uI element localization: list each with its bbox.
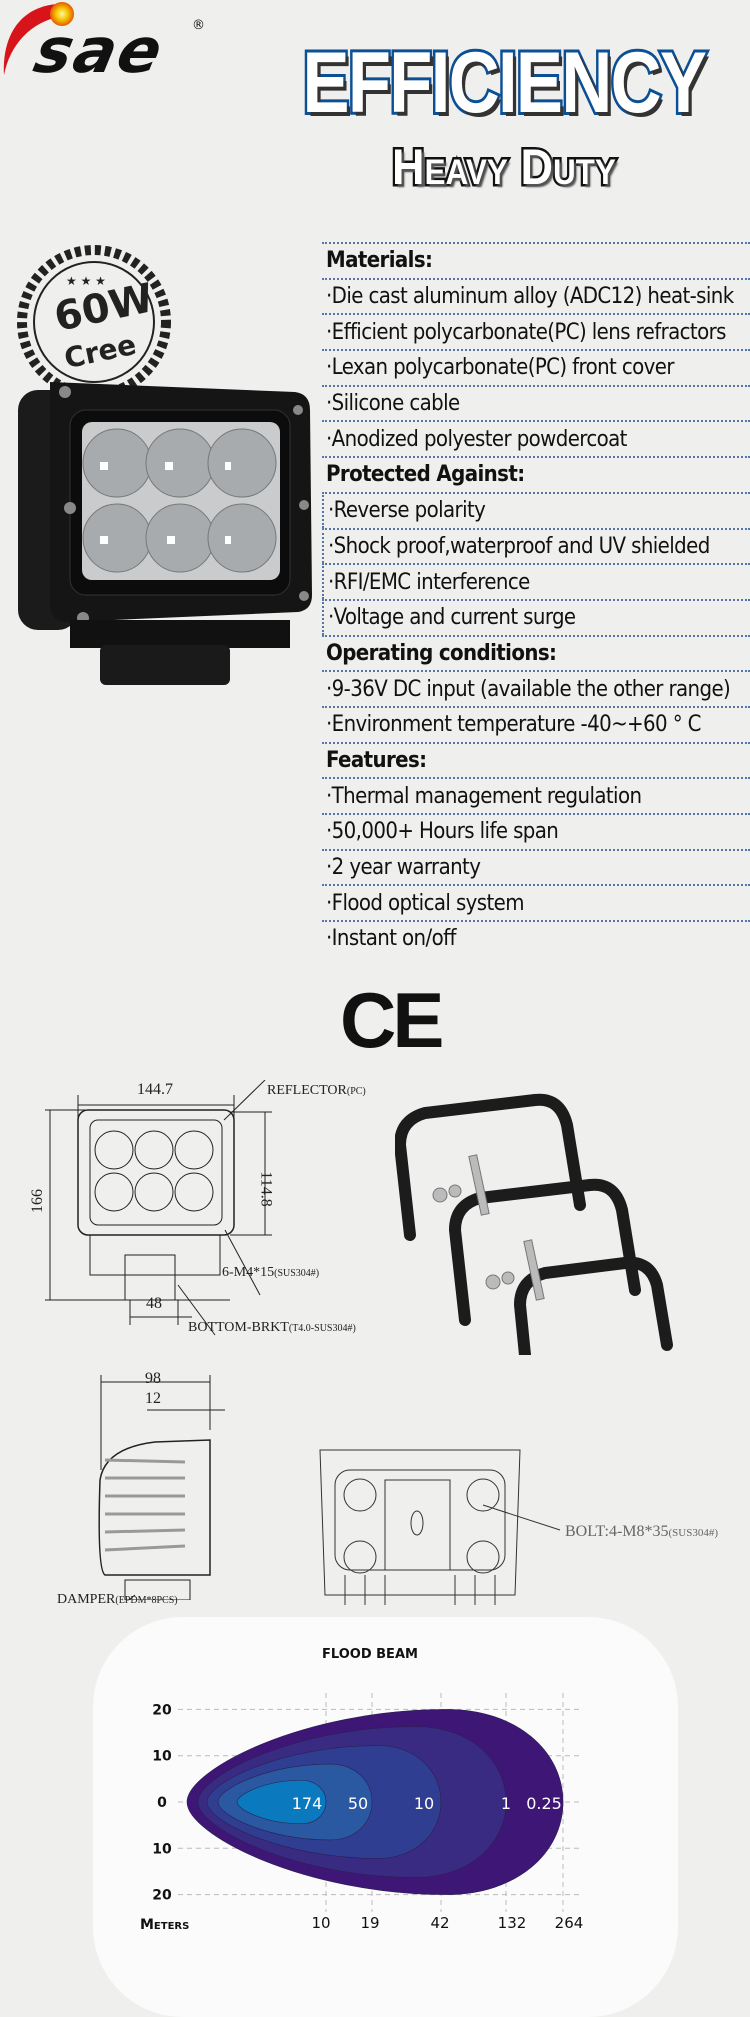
dim-bracket-width: 48	[146, 1295, 162, 1312]
spec-item: ·Efficient polycarbonate(PC) lens refrac…	[322, 313, 750, 349]
label-bolt: BOLT:4-M8*35(SUS304#)	[565, 1523, 718, 1541]
lamp-photo	[18, 382, 312, 685]
bolt-note: (SUS304#)	[668, 1527, 719, 1539]
spec-item: ·50,000+ Hours life span	[322, 813, 750, 849]
x-axis-label: Meters	[140, 1917, 189, 1933]
lux-label: 1	[501, 1794, 511, 1813]
reflector-note: (PC)	[346, 1086, 366, 1097]
dim-width: 144.7	[137, 1081, 173, 1098]
bottom-bracket-text: BOTTOM-BRKT	[188, 1320, 289, 1335]
svg-text:★ ★ ★: ★ ★ ★	[66, 274, 106, 288]
logo-swoosh-icon	[3, 2, 74, 75]
dim-lens-depth: 12	[145, 1390, 161, 1407]
headline-heavy-duty: Heavy Duty	[390, 137, 618, 198]
rear-view-drawing	[319, 1449, 561, 1605]
registered-mark: ®	[192, 18, 205, 33]
spec-item: ·Shock proof,waterproof and UV shielded	[322, 527, 750, 564]
spec-item: ·Anodized polyester powdercoat	[322, 420, 750, 456]
spec-item: ·RFI/EMC interference	[322, 563, 750, 599]
screws-text: 6-M4*15	[222, 1265, 275, 1280]
front-view-drawing	[45, 1080, 272, 1336]
chart-title: FLOOD BEAM	[322, 1647, 418, 1662]
y-tick-label: 10	[152, 1749, 172, 1765]
spec-item: ·Environment temperature -40~+60 ° C	[322, 705, 750, 742]
spec-item: ·Silicone cable	[322, 384, 750, 421]
damper-text: DAMPER	[57, 1592, 116, 1607]
spec-item: ·Lexan polycarbonate(PC) front cover	[322, 349, 750, 385]
lux-label: 10	[414, 1794, 434, 1813]
spec-item: ·Die cast aluminum alloy (ADC12) heat-si…	[322, 277, 750, 314]
lux-label: 174	[292, 1794, 323, 1813]
mounting-brackets-photo	[395, 1093, 673, 1355]
spec-item: ·Flood optical system	[322, 884, 750, 920]
label-screws: 6-M4*15(SUS304#)	[222, 1265, 319, 1281]
side-view-drawing	[98, 1375, 225, 1600]
y-tick-label: 0	[157, 1795, 167, 1811]
headline-efficiency: EFFICIENCY	[300, 32, 709, 134]
spec-section-heading: Features:	[322, 741, 750, 778]
lux-label: 0.25	[526, 1794, 562, 1813]
y-tick-label: 20	[152, 1702, 172, 1718]
damper-note: (EPDM*8PCS)	[115, 1595, 178, 1606]
dim-inner-height: 114.8	[257, 1171, 275, 1207]
label-reflector: REFLECTOR(PC)	[267, 1083, 366, 1099]
spec-item: ·9-36V DC input (available the other ran…	[322, 670, 750, 706]
x-tick-label: 264	[555, 1914, 584, 1932]
reflector-text: REFLECTOR	[267, 1083, 347, 1098]
screws-note: (SUS304#)	[274, 1268, 320, 1279]
dim-depth: 98	[145, 1370, 161, 1387]
bottom-bracket-note: (T4.0-SUS304#)	[288, 1323, 356, 1334]
spec-section-heading: Materials:	[322, 242, 750, 278]
spec-list: Materials:·Die cast aluminum alloy (ADC1…	[322, 242, 750, 956]
x-tick-label: 10	[311, 1914, 330, 1932]
ce-mark: CE	[340, 976, 444, 1064]
spec-item: ·Reverse polarity	[322, 491, 750, 528]
spec-item: ·Voltage and current surge	[322, 598, 750, 635]
label-damper: DAMPER(EPDM*8PCS)	[57, 1592, 178, 1608]
spec-item: ·2 year warranty	[322, 848, 750, 885]
spec-item: ·Instant on/off	[322, 920, 750, 956]
x-tick-label: 19	[360, 1914, 379, 1932]
dim-height: 166	[29, 1189, 46, 1213]
y-tick-label: 20	[152, 1888, 172, 1904]
spec-item: ·Thermal management regulation	[322, 777, 750, 813]
logo-text: sae	[28, 14, 171, 87]
spec-section-heading: Protected Against:	[322, 456, 750, 492]
brand-logo: sae ®	[0, 0, 210, 87]
beam-contour-174	[236, 1779, 327, 1825]
bolt-text: BOLT:4-M8*35	[565, 1523, 669, 1540]
flood-beam-chart: FLOOD BEAM 20 10 0 10 20 0.25 1 10 50 174 10 19 42 132…	[140, 1647, 584, 1933]
x-tick-label: 42	[430, 1914, 449, 1932]
x-tick-label: 132	[498, 1914, 527, 1932]
label-bottom-bracket: BOTTOM-BRKT(T4.0-SUS304#)	[188, 1320, 356, 1336]
y-tick-label: 10	[152, 1841, 172, 1857]
spec-section-heading: Operating conditions:	[322, 634, 750, 671]
lux-label: 50	[348, 1794, 368, 1813]
